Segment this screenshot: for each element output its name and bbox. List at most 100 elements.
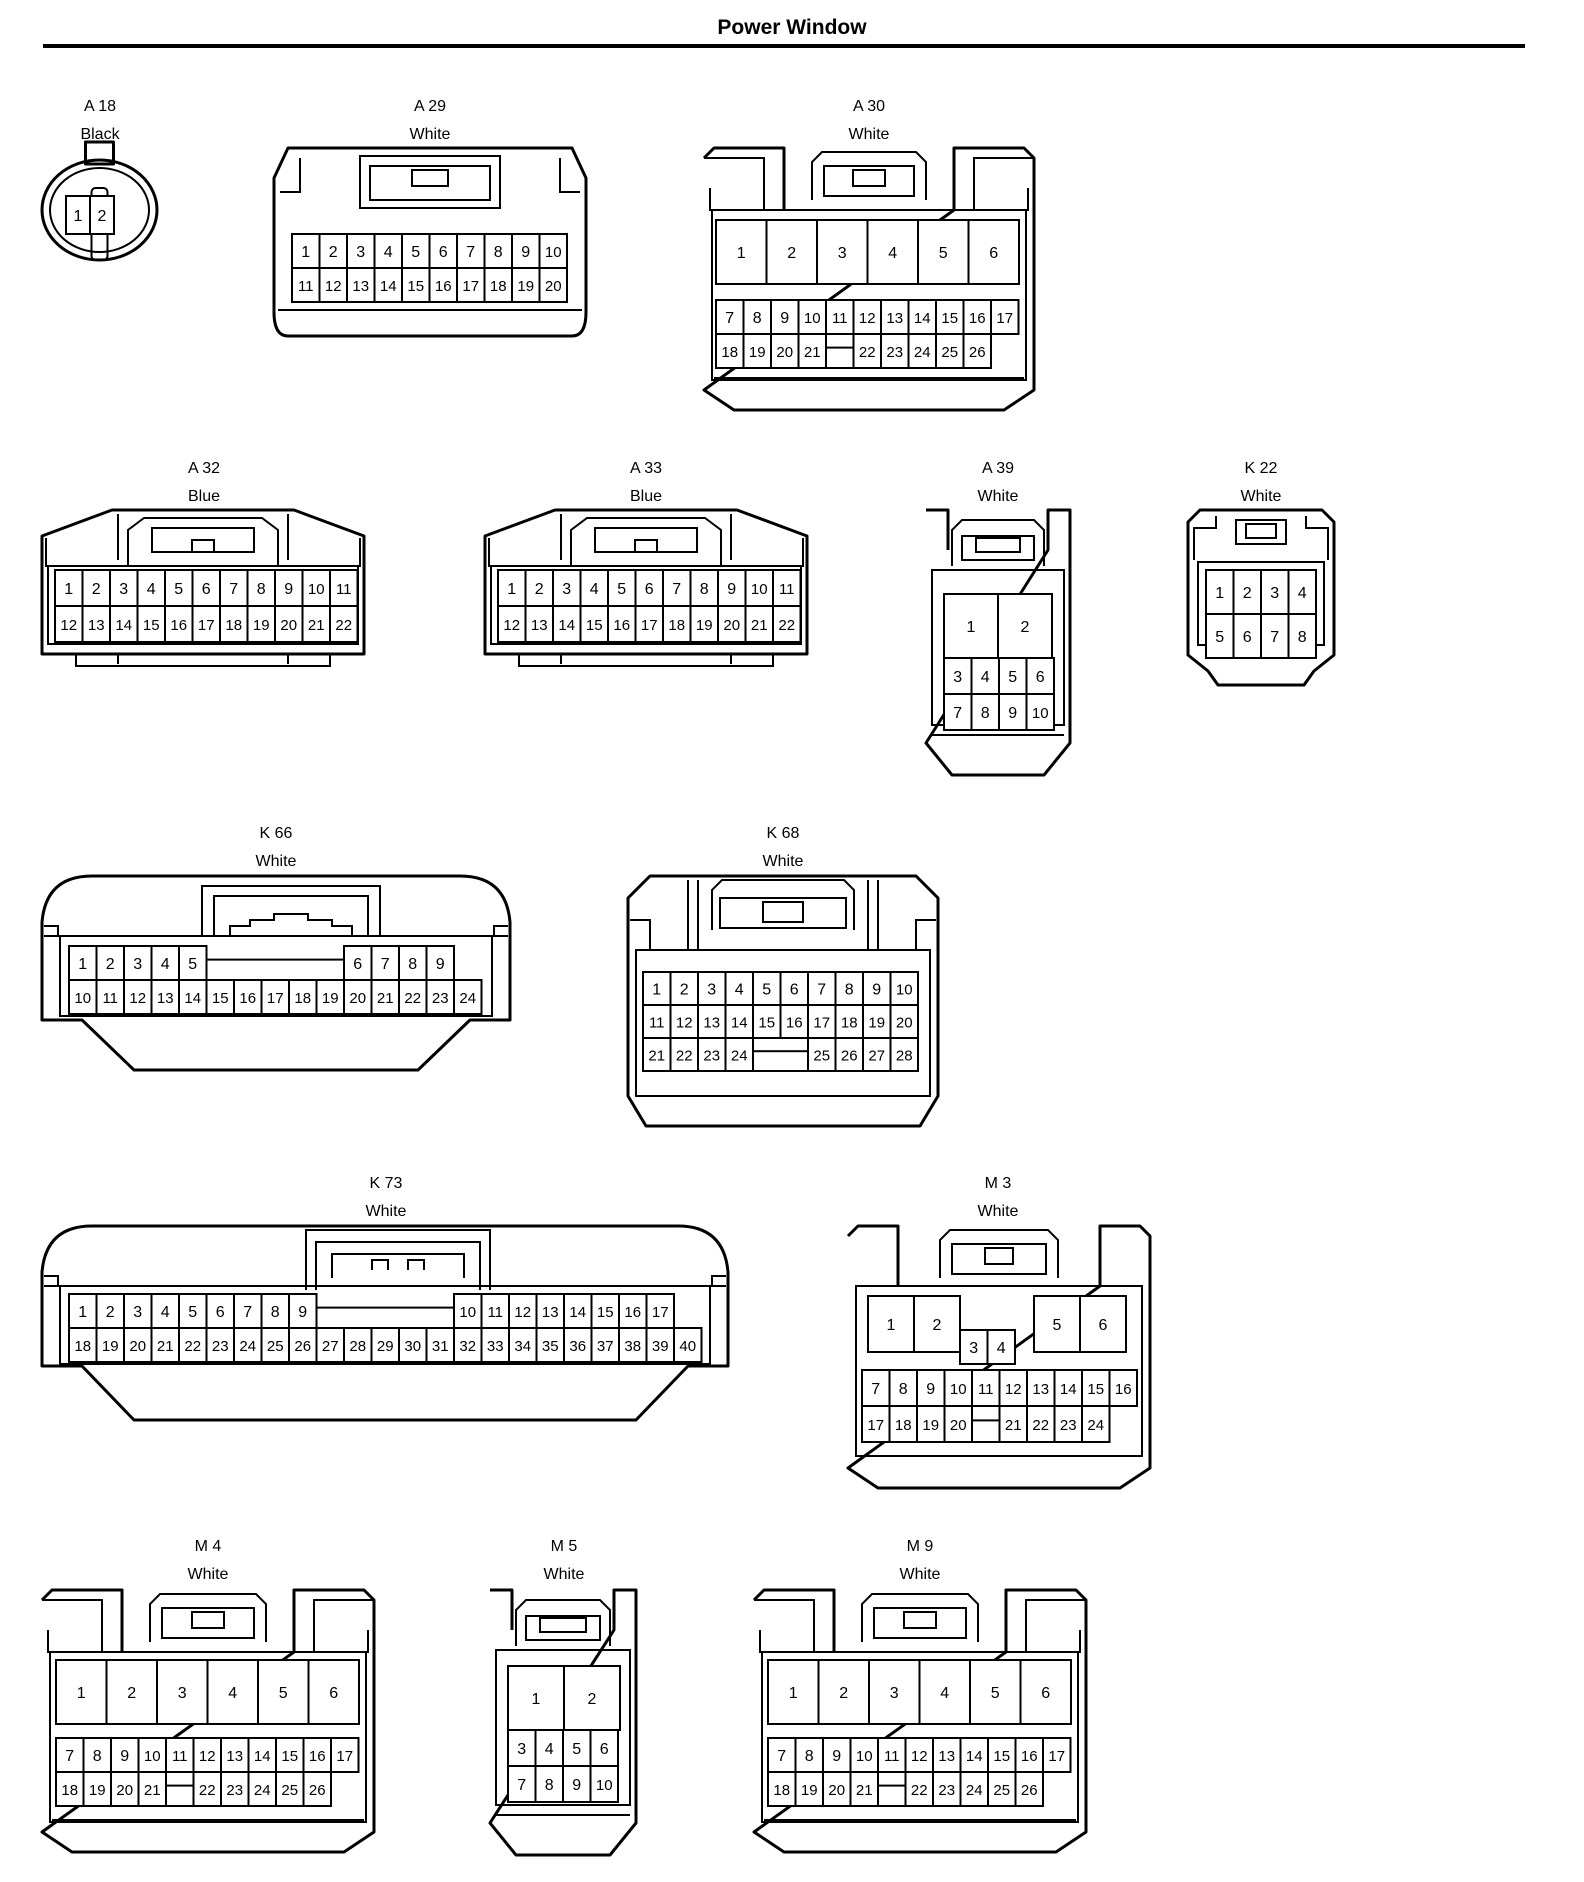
pin-label: 12 (129, 990, 146, 1007)
pin-a18-2: 2 (89, 195, 115, 235)
connector-color-a32: Blue (187, 488, 221, 505)
pin-k68-26: 26 (834, 1037, 864, 1072)
pin-label: 6 (989, 245, 998, 262)
pin-label: 15 (597, 1304, 614, 1321)
pin-m3-11: 11 (971, 1369, 1001, 1407)
pin-label: 23 (938, 1782, 955, 1799)
pin-k73-4: 4 (150, 1293, 180, 1329)
pin-label: 4 (147, 581, 156, 598)
pin-m4-21: 21 (137, 1771, 167, 1807)
pin-k73-10: 10 (453, 1293, 483, 1329)
pin-a30-10: 10 (797, 299, 827, 335)
connector-color-a33: Blue (629, 488, 663, 505)
pin-label: 10 (1032, 705, 1049, 722)
pin-gap (877, 1784, 907, 1807)
pin-m4-3: 3 (156, 1659, 209, 1725)
pin-k73-13: 13 (535, 1293, 565, 1329)
connector-housing (40, 1588, 376, 1854)
pin-label: 16 (786, 1015, 803, 1032)
pin-a39-3: 3 (943, 657, 973, 695)
pin-m9-4: 4 (918, 1659, 971, 1725)
pin-a33-16: 16 (607, 605, 637, 643)
pin-label: 4 (888, 245, 897, 262)
pin-label: 7 (817, 982, 826, 999)
pin-k68-25: 25 (807, 1037, 837, 1072)
pin-label: 4 (997, 1340, 1006, 1357)
pin-k66-17: 17 (260, 979, 290, 1015)
pin-a30-5: 5 (917, 219, 970, 285)
pin-k66-8: 8 (398, 945, 428, 981)
pin-label: 26 (309, 1782, 326, 1799)
pin-a33-3: 3 (552, 569, 582, 607)
pin-a29-9: 9 (511, 233, 541, 269)
pin-m9-22: 22 (904, 1771, 934, 1807)
pin-k22-2: 2 (1232, 569, 1262, 615)
pin-m9-19: 19 (794, 1771, 824, 1807)
pin-label: 13 (703, 1015, 720, 1032)
pin-label: 13 (938, 1748, 955, 1765)
pin-a30-15: 15 (935, 299, 965, 335)
pin-label: 21 (648, 1048, 665, 1065)
pin-label: 12 (676, 1015, 693, 1032)
pin-m4-24: 24 (247, 1771, 277, 1807)
pin-label: 11 (336, 581, 352, 598)
pin-a39-10: 10 (1025, 693, 1055, 731)
pin-label: 23 (886, 344, 903, 361)
pin-label: 15 (407, 278, 424, 295)
pin-label: 5 (1215, 629, 1224, 646)
pin-m9-5: 5 (969, 1659, 1022, 1725)
pin-a33-14: 14 (552, 605, 582, 643)
pin-label: 5 (1008, 669, 1017, 686)
pin-a29-3: 3 (346, 233, 376, 269)
pin-k68-15: 15 (752, 1004, 782, 1039)
pin-m3-24: 24 (1081, 1405, 1111, 1443)
pin-a32-5: 5 (164, 569, 194, 607)
pin-label: 14 (184, 990, 201, 1007)
pin-a29-8: 8 (483, 233, 513, 269)
pin-label: 25 (813, 1048, 830, 1065)
pin-a39-5: 5 (998, 657, 1028, 695)
pin-m9-3: 3 (868, 1659, 921, 1725)
pin-label: 16 (624, 1304, 641, 1321)
pin-k73-34: 34 (508, 1327, 538, 1363)
pin-m4-14: 14 (247, 1737, 277, 1773)
pin-label: 26 (969, 344, 986, 361)
pin-label: 4 (161, 1304, 170, 1321)
pin-m4-19: 19 (82, 1771, 112, 1807)
pin-k73-21: 21 (150, 1327, 180, 1363)
pin-label: 23 (432, 990, 449, 1007)
pin-k68-14: 14 (724, 1004, 754, 1039)
pin-m3-16: 16 (1108, 1369, 1138, 1407)
pin-label: 15 (586, 617, 603, 634)
pin-a30-3: 3 (816, 219, 869, 285)
pin-a30-9: 9 (770, 299, 800, 335)
pin-label: 3 (707, 982, 716, 999)
pin-m3-19: 19 (916, 1405, 946, 1443)
pin-label: 13 (531, 617, 548, 634)
pin-label: 10 (459, 1304, 476, 1321)
pin-m4-25: 25 (275, 1771, 305, 1807)
pin-label: 27 (868, 1048, 885, 1065)
pin-label: 4 (940, 1685, 949, 1702)
pin-k66-23: 23 (425, 979, 455, 1015)
pin-label: 14 (966, 1748, 983, 1765)
pin-label: 1 (737, 245, 746, 262)
pin-k66-24: 24 (453, 979, 483, 1015)
pin-label: 19 (253, 617, 270, 634)
pin-label: 12 (199, 1748, 216, 1765)
pin-label: 21 (856, 1782, 873, 1799)
pin-a32-16: 16 (164, 605, 194, 643)
pin-label: 3 (517, 1741, 526, 1758)
pin-label: 8 (93, 1748, 102, 1765)
pin-label: 34 (514, 1338, 531, 1355)
pin-label: 10 (950, 1381, 967, 1398)
pin-label: 7 (871, 1381, 880, 1398)
pin-label: 18 (294, 990, 311, 1007)
pin-label: 17 (336, 1748, 353, 1765)
pin-label: 17 (652, 1304, 669, 1321)
pin-m5-4: 4 (534, 1729, 564, 1767)
pin-k73-20: 20 (123, 1327, 153, 1363)
pin-label: 1 (652, 982, 661, 999)
pin-label: 1 (74, 208, 83, 225)
pin-label: 15 (993, 1748, 1010, 1765)
